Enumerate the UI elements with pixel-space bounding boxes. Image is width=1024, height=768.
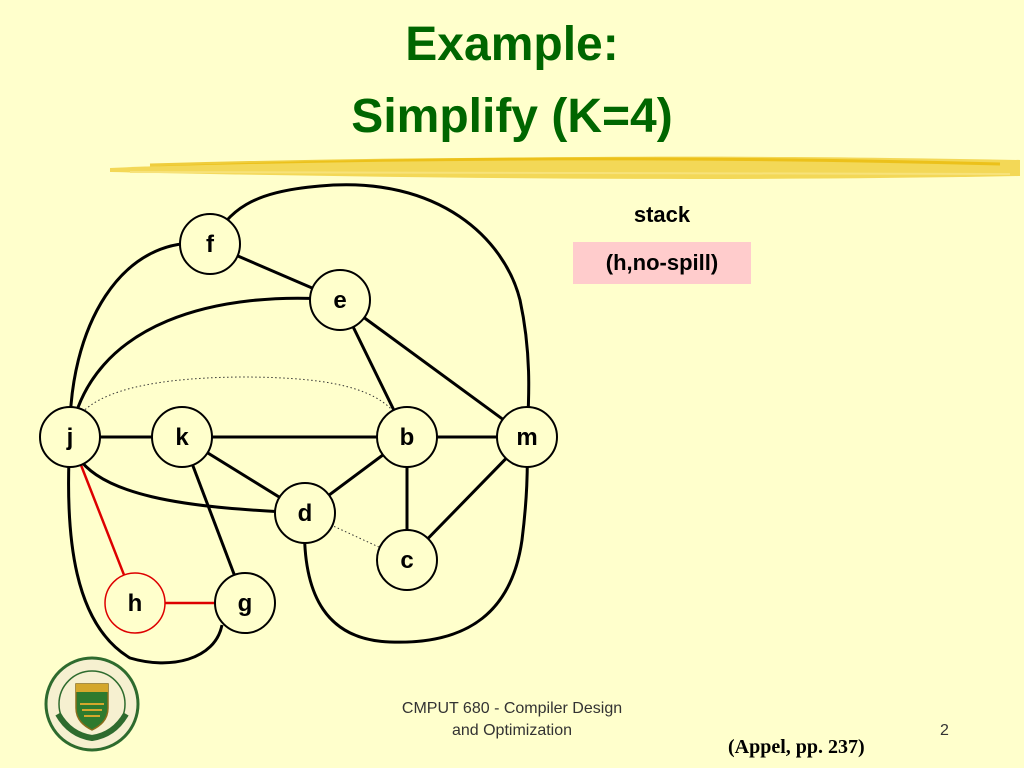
node-circle-b	[376, 406, 438, 468]
footer-line1: CMPUT 680 - Compiler Design	[401, 700, 623, 717]
graph-node-e: e	[309, 269, 371, 331]
graph-node-c: c	[376, 529, 438, 591]
stack-heading: stack	[633, 202, 691, 227]
graph-node-k: k	[151, 406, 213, 468]
graph-node-d: d	[274, 482, 336, 544]
graph-node-h: h	[104, 572, 166, 634]
slide-title-line2: Simplify (K=4)	[351, 90, 673, 143]
node-label-k: k	[175, 424, 189, 451]
graph-node-b: b	[376, 406, 438, 468]
node-circle-c	[376, 529, 438, 591]
node-circle-g	[214, 572, 276, 634]
node-label-g: g	[238, 590, 253, 617]
node-circle-h	[104, 572, 166, 634]
node-label-d: d	[298, 500, 313, 527]
citation: (Appel, pp. 237)	[728, 736, 865, 758]
node-label-j: j	[66, 424, 74, 451]
node-label-b: b	[400, 424, 415, 451]
graph-node-f: f	[179, 213, 241, 275]
edge-f-m	[208, 183, 531, 438]
graph-node-j: j	[39, 406, 101, 468]
node-label-c: c	[400, 547, 413, 574]
title-underline-brush	[110, 156, 1020, 179]
page-number: 2	[940, 722, 949, 739]
node-circle-d	[274, 482, 336, 544]
graph-node-g: g	[214, 572, 276, 634]
node-label-e: e	[333, 287, 346, 314]
edge-d-c-dotted	[304, 512, 408, 561]
course-footer: CMPUT 680 - Compiler Design and Optimiza…	[350, 698, 674, 742]
edge-f-j	[68, 241, 211, 438]
node-circle-f	[179, 213, 241, 275]
graph-node-m: m	[496, 406, 558, 468]
edge-e-j	[68, 296, 341, 438]
stack-item: (h,no-spill)	[573, 242, 751, 284]
node-circle-e	[309, 269, 371, 331]
node-circle-k	[151, 406, 213, 468]
edge-e-m	[339, 298, 528, 439]
node-label-f: f	[206, 231, 215, 258]
edge-j-b-dotted	[69, 376, 408, 438]
node-label-h: h	[128, 590, 143, 617]
node-label-m: m	[516, 424, 537, 451]
university-seal-logo	[44, 656, 140, 752]
edge-d-m	[302, 436, 529, 644]
node-circle-m	[496, 406, 558, 468]
footer-line2: and Optimization	[451, 722, 573, 739]
slide-title-line1: Example:	[405, 18, 619, 71]
edge-j-g	[67, 436, 224, 665]
node-circle-j	[39, 406, 101, 468]
